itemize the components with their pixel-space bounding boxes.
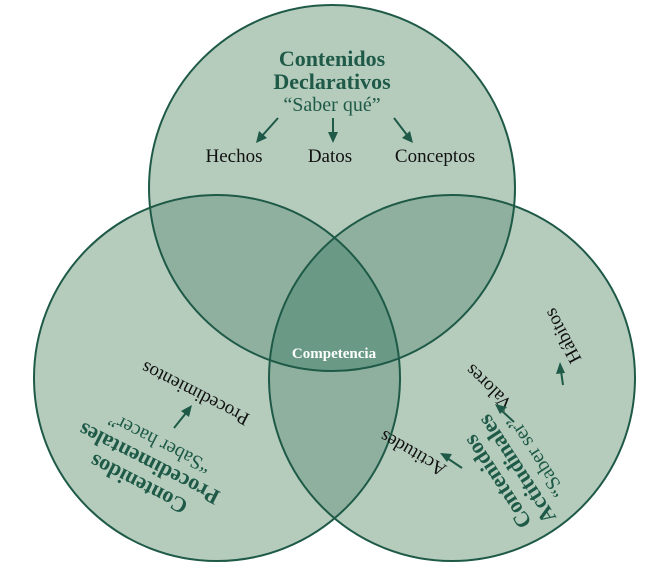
item-datos: Datos: [308, 146, 352, 167]
arrow-datos: [328, 118, 338, 143]
arrow-conceptos: [393, 117, 413, 143]
declarativos-title-line2: Declarativos: [273, 69, 391, 94]
arrow-actitudes: [440, 453, 463, 469]
declarativos-title-line1: Contenidos: [279, 46, 386, 71]
arrow-valores: [495, 404, 515, 423]
center-label: Competencia: [292, 346, 377, 362]
declarativos-subtitle: “Saber qué”: [283, 94, 380, 116]
arrow-habitos: [556, 362, 565, 386]
overlap-center: [269, 195, 400, 371]
item-conceptos: Conceptos: [395, 146, 475, 167]
arrow-hechos: [256, 117, 279, 143]
arrow-procedimientos: [173, 405, 192, 429]
item-hechos: Hechos: [206, 146, 263, 167]
